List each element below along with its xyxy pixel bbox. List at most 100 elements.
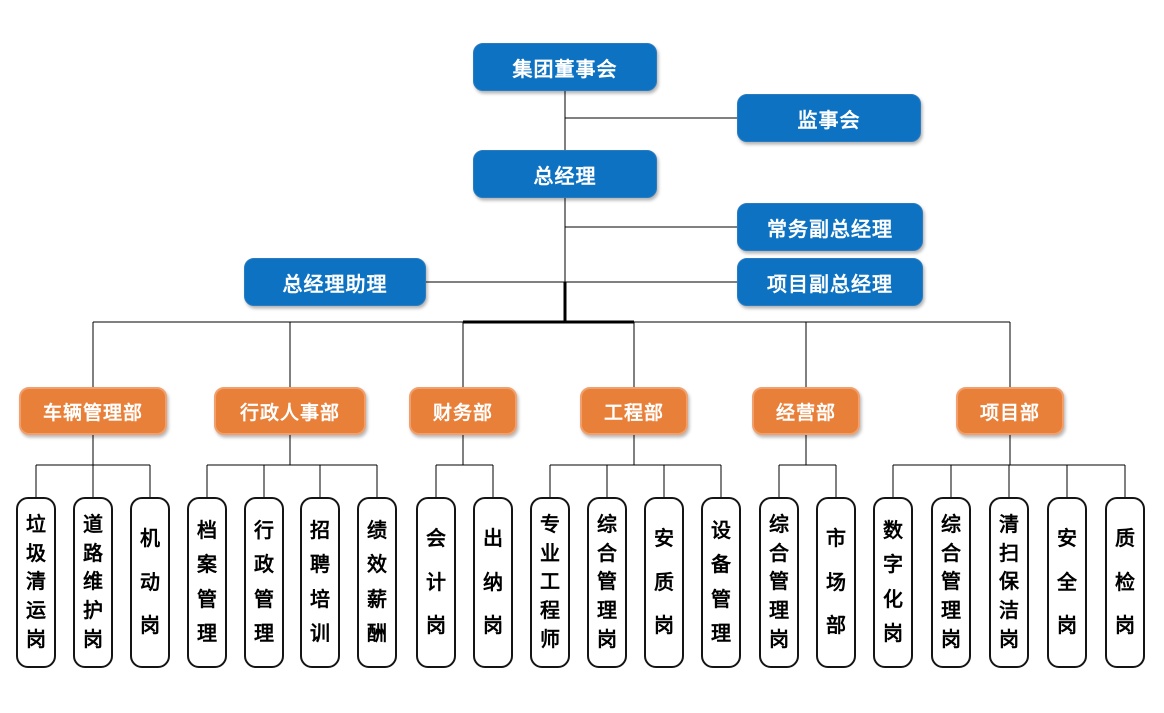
node-label-char: 培 bbox=[310, 588, 330, 611]
node-label-char: 洁 bbox=[999, 600, 1019, 623]
node-pos-cleaning: 清扫保洁岗 bbox=[989, 497, 1029, 668]
node-label-char: 岗 bbox=[883, 623, 903, 646]
node-label-char: 运 bbox=[26, 600, 46, 623]
node-label-char: 质 bbox=[1115, 528, 1135, 551]
node-label-char: 全 bbox=[1057, 571, 1077, 594]
node-pos-mobile: 机动岗 bbox=[130, 497, 170, 668]
node-pos-equipment-mgmt: 设备管理 bbox=[701, 497, 741, 668]
node-label-char: 合 bbox=[769, 542, 789, 565]
node-label-char: 场 bbox=[826, 571, 846, 594]
node-label-char: 岗 bbox=[654, 614, 674, 637]
node-label-char: 岗 bbox=[769, 629, 789, 652]
node-pos-ops-general-mgmt: 综合管理岗 bbox=[759, 497, 799, 668]
node-label-char: 理 bbox=[197, 623, 217, 646]
node-label-char: 计 bbox=[426, 571, 446, 594]
node-label-char: 岗 bbox=[426, 614, 446, 637]
node-project-dept: 项目部 bbox=[956, 387, 1064, 435]
node-label-char: 清 bbox=[999, 513, 1019, 536]
node-label-char: 理 bbox=[711, 623, 731, 646]
node-label-char: 薪 bbox=[367, 588, 387, 611]
node-label-char: 管 bbox=[197, 588, 217, 611]
node-label: 经营部 bbox=[775, 402, 836, 424]
node-label-char: 师 bbox=[540, 629, 560, 652]
node-operations-dept: 经营部 bbox=[752, 387, 860, 435]
node-pos-digitalization: 数字化岗 bbox=[873, 497, 913, 668]
node-label-char: 行 bbox=[254, 519, 274, 542]
node-group-board: 集团董事会 bbox=[473, 43, 657, 91]
node-label-char: 工 bbox=[540, 571, 560, 594]
node-label-char: 质 bbox=[654, 571, 674, 594]
node-label-char: 机 bbox=[140, 528, 160, 551]
node-label-char: 安 bbox=[654, 528, 674, 551]
node-label-char: 综 bbox=[769, 513, 789, 536]
node-label-char: 理 bbox=[769, 600, 789, 623]
node-pos-archives-mgmt: 档案管理 bbox=[187, 497, 227, 668]
node-label: 工程部 bbox=[603, 402, 664, 424]
node-label-char: 岗 bbox=[999, 629, 1019, 652]
node-label-char: 维 bbox=[83, 571, 103, 594]
node-label-char: 效 bbox=[367, 554, 387, 577]
node-label-char: 训 bbox=[310, 623, 330, 646]
node-label-char: 岗 bbox=[83, 629, 103, 652]
node-label-char: 程 bbox=[540, 600, 560, 623]
node-label-char: 路 bbox=[83, 542, 103, 565]
node-label-char: 岗 bbox=[483, 614, 503, 637]
node-finance-dept: 财务部 bbox=[409, 387, 517, 435]
node-label-char: 案 bbox=[197, 554, 217, 577]
node-label: 财务部 bbox=[432, 402, 493, 424]
node-label-char: 扫 bbox=[999, 542, 1019, 565]
node-engineering-dept: 工程部 bbox=[580, 387, 688, 435]
node-label: 总经理助理 bbox=[282, 273, 388, 296]
node-label-char: 合 bbox=[941, 542, 961, 565]
node-project-deputy-gm: 项目副总经理 bbox=[737, 258, 923, 306]
node-pos-admin-mgmt: 行政管理 bbox=[244, 497, 284, 668]
node-label-char: 保 bbox=[999, 571, 1019, 594]
node-label: 监事会 bbox=[797, 109, 861, 132]
node-label-char: 部 bbox=[826, 614, 846, 637]
node-label-char: 岗 bbox=[140, 614, 160, 637]
node-label-char: 检 bbox=[1115, 571, 1135, 594]
node-label-char: 垃 bbox=[26, 513, 46, 536]
node-label-char: 理 bbox=[254, 623, 274, 646]
node-label: 集团董事会 bbox=[512, 58, 618, 81]
node-pos-road-maintenance: 道路维护岗 bbox=[73, 497, 113, 668]
node-label-char: 岗 bbox=[1057, 614, 1077, 637]
node-vehicle-management-dept: 车辆管理部 bbox=[19, 387, 167, 435]
node-label-char: 数 bbox=[883, 519, 903, 542]
node-label-char: 岗 bbox=[1115, 614, 1135, 637]
node-pos-eng-general-mgmt: 综合管理岗 bbox=[587, 497, 627, 668]
node-label-char: 业 bbox=[540, 542, 560, 565]
node-label-char: 出 bbox=[483, 528, 503, 551]
node-gm-assistant: 总经理助理 bbox=[244, 258, 426, 306]
node-label: 车辆管理部 bbox=[42, 402, 143, 424]
node-label-char: 专 bbox=[540, 513, 560, 536]
node-label-char: 字 bbox=[883, 554, 903, 577]
node-pos-market-dept: 市场部 bbox=[816, 497, 856, 668]
node-label-char: 档 bbox=[197, 519, 217, 542]
node-admin-hr-dept: 行政人事部 bbox=[214, 387, 366, 435]
node-label-char: 招 bbox=[310, 519, 330, 542]
node-label-char: 岗 bbox=[26, 629, 46, 652]
node-label-char: 化 bbox=[883, 588, 903, 611]
node-pos-cashier: 出纳岗 bbox=[473, 497, 513, 668]
node-label-char: 管 bbox=[941, 571, 961, 594]
node-pos-safety-quality: 安质岗 bbox=[644, 497, 684, 668]
node-label-char: 绩 bbox=[367, 519, 387, 542]
node-label-char: 动 bbox=[140, 571, 160, 594]
node-pos-quality-inspection: 质检岗 bbox=[1105, 497, 1145, 668]
node-label-char: 政 bbox=[254, 554, 274, 577]
node-general-manager: 总经理 bbox=[473, 150, 657, 198]
node-label: 常务副总经理 bbox=[767, 218, 893, 241]
node-label-char: 合 bbox=[597, 542, 617, 565]
node-label-char: 护 bbox=[83, 600, 103, 623]
node-label-char: 道 bbox=[83, 513, 103, 536]
node-label-char: 聘 bbox=[310, 554, 330, 577]
node-pos-safety: 安全岗 bbox=[1047, 497, 1087, 668]
node-label-char: 圾 bbox=[26, 542, 46, 565]
node-pos-professional-engineer: 专业工程师 bbox=[530, 497, 570, 668]
node-label-char: 理 bbox=[597, 600, 617, 623]
node-label-char: 岗 bbox=[941, 629, 961, 652]
node-label-char: 酬 bbox=[367, 623, 387, 646]
